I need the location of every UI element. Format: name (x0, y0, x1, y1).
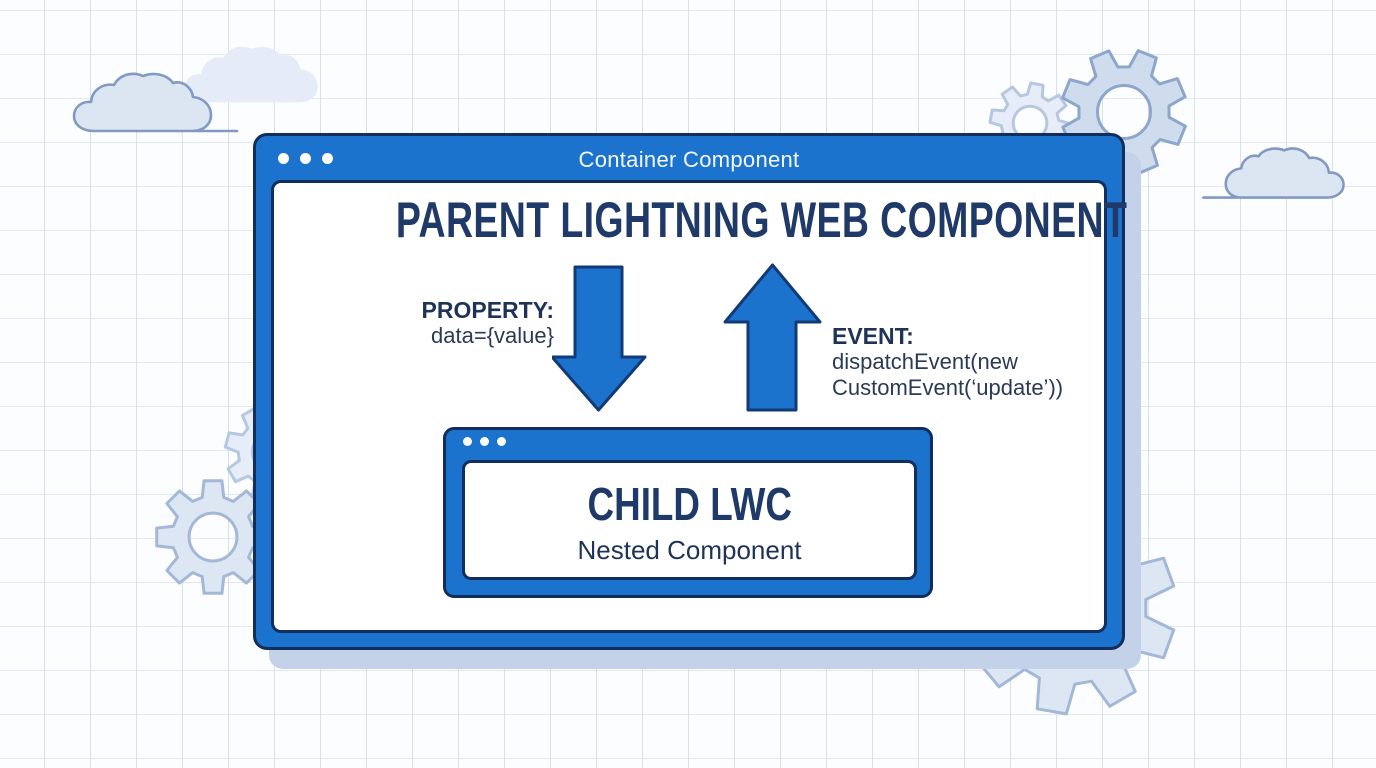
event-code-line1: dispatchEvent(new (832, 349, 1018, 374)
child-heading: CHILD LWC (587, 477, 792, 530)
window-dot-icon[interactable] (322, 153, 333, 164)
window-dot-icon[interactable] (278, 153, 289, 164)
parent-heading: PARENT LIGHTNING WEB COMPONENT (395, 192, 1128, 248)
window-dot-icon[interactable] (300, 153, 311, 164)
child-window: CHILD LWC Nested Component (443, 427, 933, 598)
arrow-down-icon (552, 265, 647, 412)
child-window-controls (463, 437, 506, 446)
window-dot-icon[interactable] (497, 437, 506, 446)
event-annotation: EVENT: dispatchEvent(new CustomEvent(‘up… (832, 323, 1082, 401)
property-label: PROPERTY: (421, 297, 554, 323)
child-subtitle: Nested Component (577, 534, 802, 565)
container-window-title: Container Component (578, 147, 800, 172)
event-code-line2: CustomEvent(‘update’)) (832, 375, 1064, 400)
child-component-panel: CHILD LWC Nested Component (462, 460, 917, 580)
property-annotation: PROPERTY: data={value} (384, 297, 554, 349)
window-dot-icon[interactable] (480, 437, 489, 446)
container-window-titlebar: Container Component (256, 136, 1122, 180)
container-window: Container Component PARENT LIGHTNING WEB… (253, 133, 1128, 650)
arrow-up-icon (723, 263, 822, 412)
parent-component-panel: PARENT LIGHTNING WEB COMPONENT PROPERTY:… (271, 180, 1128, 633)
property-code: data={value} (431, 323, 554, 348)
window-dot-icon[interactable] (463, 437, 472, 446)
event-label: EVENT: (832, 323, 914, 349)
window-controls (278, 153, 333, 164)
